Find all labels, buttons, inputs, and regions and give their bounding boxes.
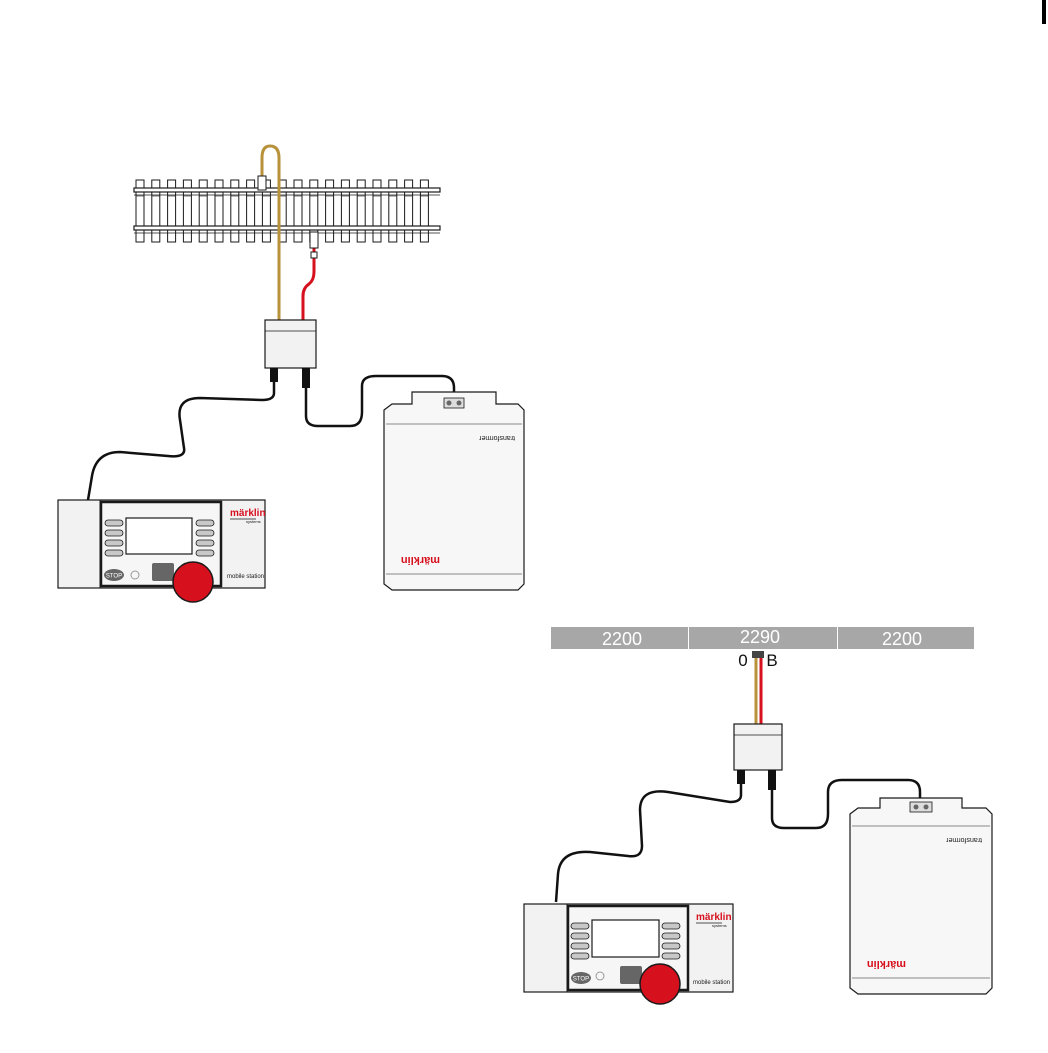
track-section [134, 180, 440, 242]
svg-text:2290: 2290 [740, 627, 780, 647]
svg-text:transformer: transformer [946, 836, 982, 843]
rail-clip-outer [258, 176, 266, 190]
mobile-station-1-speed-knob[interactable] [173, 562, 213, 602]
svg-text:systems: systems [712, 923, 727, 928]
rail-inner [134, 226, 440, 230]
transformer-2-terminals [910, 802, 932, 812]
mobile-station-2-direction-key [620, 966, 642, 984]
svg-text:märklin: märklin [401, 554, 440, 566]
rail-clip-inner [310, 232, 318, 248]
mobile-station-1: STOP märklin systems mobile station [58, 500, 266, 602]
svg-text:systems: systems [246, 519, 261, 524]
svg-text:märklin: märklin [867, 958, 906, 970]
plug-inner [311, 252, 317, 258]
svg-text:STOP: STOP [573, 977, 589, 983]
mobile-station-2-speed-knob[interactable] [640, 964, 680, 1004]
connection-box-2 [734, 724, 782, 790]
svg-text:0: 0 [738, 651, 747, 670]
svg-text:mobile station: mobile station [693, 980, 730, 986]
track-segment-bar: 2200 2290 2200 [551, 627, 974, 649]
mobile-station-1-direction-key [152, 563, 174, 581]
mobile-station-2: STOP märklin systems mobile station [524, 904, 733, 1004]
svg-text:2200: 2200 [602, 629, 642, 649]
terminal-block [752, 651, 764, 658]
cable-to-mobile-station-2 [556, 784, 741, 902]
svg-text:2200: 2200 [882, 629, 922, 649]
page-edge-mark [1042, 0, 1046, 24]
mobile-station-2-display [592, 920, 659, 957]
cable-to-mobile-station-1 [88, 382, 274, 500]
rail-outer [134, 188, 440, 192]
transformer-1: transformer märklin [384, 392, 524, 590]
mobile-station-1-display [126, 518, 192, 554]
svg-text:transformer: transformer [479, 434, 515, 441]
transformer-2: transformer märklin [850, 798, 992, 994]
svg-text:märklin: märklin [230, 508, 266, 519]
svg-text:B: B [766, 651, 777, 670]
svg-text:STOP: STOP [106, 574, 122, 580]
svg-text:märklin: märklin [696, 912, 732, 923]
svg-text:mobile station: mobile station [227, 574, 264, 580]
connection-box-1 [265, 320, 316, 388]
